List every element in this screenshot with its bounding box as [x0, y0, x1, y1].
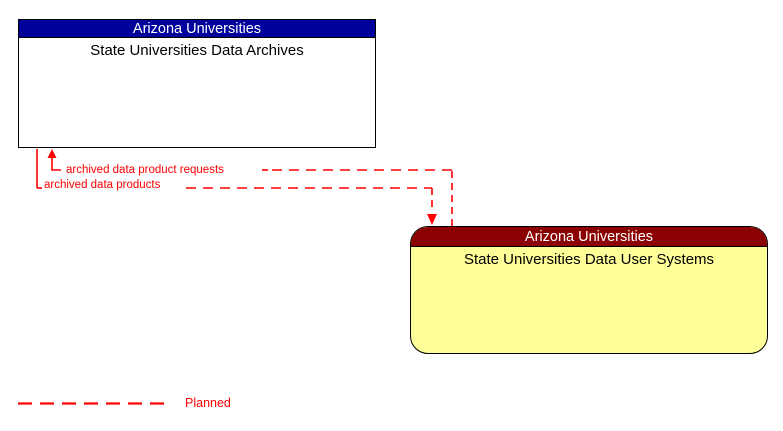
flow-label-archived-data-products: archived data products	[43, 179, 162, 192]
legend: Planned	[16, 394, 276, 416]
flow-requests-arrowhead	[47, 149, 57, 158]
node-archives-title: State Universities Data Archives	[90, 42, 304, 59]
flow-label-archived-data-product-requests: archived data product requests	[65, 164, 225, 177]
node-state-universities-data-user-systems[interactable]: Arizona Universities State Universities …	[410, 226, 768, 354]
legend-dashed-line-planned	[18, 402, 170, 405]
flow-requests-segment-to-archives	[51, 156, 61, 171]
flow-products-arrowhead	[427, 214, 437, 225]
node-state-universities-data-archives[interactable]: Arizona Universities State Universities …	[18, 19, 376, 148]
node-archives-stakeholder-header: Arizona Universities	[19, 20, 375, 38]
node-user-systems-stakeholder-header: Arizona Universities	[411, 227, 767, 247]
legend-label-planned: Planned	[185, 396, 231, 410]
node-user-systems-title: State Universities Data User Systems	[411, 247, 767, 270]
